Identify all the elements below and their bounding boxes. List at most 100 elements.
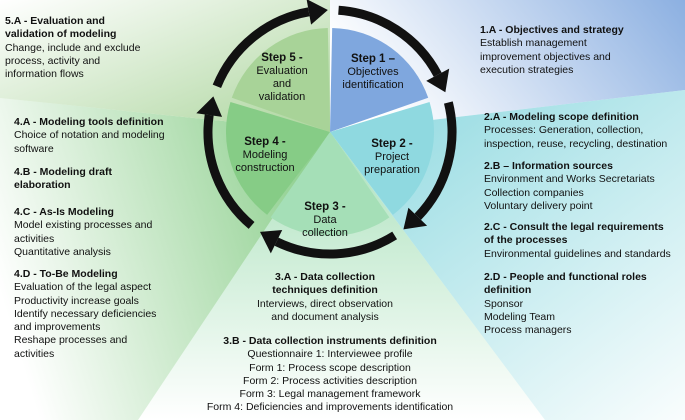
cycle-arrow-head bbox=[403, 207, 428, 230]
panel-line: and document analysis bbox=[271, 310, 379, 323]
step3-desc-line: collection bbox=[302, 227, 348, 239]
panel-line: process, activity and bbox=[5, 54, 101, 67]
step1-desc-line: identification bbox=[342, 79, 404, 91]
panel-2c: 2.C - Consult the legal requirements of … bbox=[484, 221, 671, 261]
panel-heading: techniques definition bbox=[272, 284, 378, 297]
step4-label: Step 4 - Modeling construction bbox=[222, 136, 308, 175]
panel-line: Voluntary delivery point bbox=[484, 199, 593, 212]
panel-4d: 4.D - To-Be Modeling Evaluation of the l… bbox=[14, 268, 156, 361]
cycle-arrow-arc bbox=[274, 231, 398, 259]
step4-title: Step 4 - bbox=[244, 136, 286, 148]
panel-line: Establish management bbox=[480, 37, 587, 50]
panel-4c: 4.C - As-Is Modeling Model existing proc… bbox=[14, 206, 152, 259]
cycle-arrow-head bbox=[260, 229, 283, 254]
panel-heading: definition bbox=[484, 284, 532, 297]
panel-heading: 3.A - Data collection bbox=[275, 271, 375, 283]
panel-line: Quantitative analysis bbox=[14, 245, 111, 258]
panel-heading: 2.D - People and functional roles bbox=[484, 271, 647, 283]
cycle-arrow-head bbox=[196, 96, 223, 117]
panel-line: Interviews, direct observation bbox=[257, 297, 393, 310]
panel-line: Form 4: Deficiencies and improvements id… bbox=[206, 401, 454, 414]
panel-3b: 3.B - Data collection instruments defini… bbox=[190, 335, 470, 415]
panel-line: Form 1: Process scope description bbox=[249, 361, 411, 374]
step3-title: Step 3 - bbox=[304, 201, 346, 213]
panel-heading: 1.A - Objectives and strategy bbox=[480, 24, 624, 36]
panel-line: information flows bbox=[5, 68, 84, 81]
step2-desc-line: preparation bbox=[364, 164, 420, 176]
panel-heading: 4.A - Modeling tools definition bbox=[14, 116, 164, 128]
step5-label: Step 5 - Evaluation and validation bbox=[244, 52, 320, 104]
wheel-segment-step1 bbox=[330, 28, 429, 132]
panel-line: Sponsor bbox=[484, 297, 524, 310]
panel-heading: validation of modeling bbox=[5, 28, 117, 41]
panel-heading: of the processes bbox=[484, 234, 568, 247]
panel-line: Choice of notation and modeling bbox=[14, 129, 165, 142]
step1-label: Step 1 – Objectives identification bbox=[331, 53, 415, 92]
panel-line: Form 2: Process activities description bbox=[243, 374, 417, 387]
panel-line: Environment and Works Secretariats bbox=[484, 173, 655, 186]
panel-heading: 4.C - As-Is Modeling bbox=[14, 206, 114, 218]
panel-2b: 2.B – Information sources Environment an… bbox=[484, 160, 655, 213]
cycle-arrow-arc bbox=[414, 101, 457, 220]
step5-desc-line: validation bbox=[258, 91, 306, 103]
panel-5a: 5.A - Evaluation and validation of model… bbox=[5, 15, 140, 81]
panel-heading: 4.B - Modeling draft bbox=[14, 166, 112, 178]
panel-line: activities bbox=[14, 232, 55, 245]
panel-line: inspection, reuse, recycling, destinatio… bbox=[484, 137, 668, 150]
step5-desc-line: and bbox=[272, 78, 292, 90]
step2-title: Step 2 - bbox=[371, 138, 413, 150]
step2-label: Step 2 - Project preparation bbox=[352, 138, 432, 177]
panel-line: Reshape processes and bbox=[14, 334, 128, 347]
panel-line: Collection companies bbox=[484, 186, 584, 199]
panel-3a: 3.A - Data collection techniques definit… bbox=[245, 271, 405, 324]
panel-line: Processes: Generation, collection, bbox=[484, 124, 644, 137]
panel-heading: 2.A - Modeling scope definition bbox=[484, 111, 639, 123]
step4-desc-line: construction bbox=[235, 162, 295, 174]
panel-line: Identify necessary deficiencies bbox=[14, 307, 157, 320]
panel-line: Modeling Team bbox=[484, 310, 556, 323]
cycle-arrow-arc bbox=[203, 114, 255, 229]
panel-heading: 3.B - Data collection instruments defini… bbox=[223, 335, 437, 347]
panel-line: activities bbox=[14, 347, 55, 360]
sector-bg-step3 bbox=[138, 132, 545, 420]
step5-title: Step 5 - bbox=[261, 52, 303, 64]
panel-line: Questionnaire 1: Interviewee profile bbox=[247, 348, 413, 361]
step2-desc-line: Project bbox=[374, 151, 410, 163]
step5-desc-line: Evaluation bbox=[256, 65, 308, 77]
cycle-arrow-head bbox=[306, 0, 328, 25]
wheel-segment-step3 bbox=[270, 132, 390, 237]
panel-2a: 2.A - Modeling scope definition Processe… bbox=[484, 111, 667, 151]
cycle-arrow-arc bbox=[338, 5, 442, 77]
panel-4a: 4.A - Modeling tools definition Choice o… bbox=[14, 116, 165, 156]
panel-heading: elaboration bbox=[14, 179, 71, 192]
step3-label: Step 3 - Data collection bbox=[290, 201, 360, 240]
panel-heading: 4.D - To-Be Modeling bbox=[14, 268, 118, 280]
panel-line: improvement objectives and bbox=[480, 50, 611, 63]
panel-4b: 4.B - Modeling draft elaboration bbox=[14, 166, 112, 193]
panel-line: Productivity increase goals bbox=[14, 294, 139, 307]
panel-line: Environmental guidelines and standards bbox=[484, 247, 671, 260]
step1-title: Step 1 – bbox=[350, 53, 396, 65]
panel-line: software bbox=[14, 142, 54, 155]
step3-desc-line: Data bbox=[313, 214, 337, 226]
wheel-segment-step5 bbox=[231, 28, 330, 132]
step4-desc-line: Modeling bbox=[242, 149, 288, 161]
panel-2d: 2.D - People and functional roles defini… bbox=[484, 271, 647, 337]
wheel-segment-step2 bbox=[330, 101, 434, 215]
panel-heading: 5.A - Evaluation and bbox=[5, 15, 105, 27]
panel-1a: 1.A - Objectives and strategy Establish … bbox=[480, 24, 624, 77]
panel-heading: 2.C - Consult the legal requirements bbox=[484, 221, 664, 233]
cycle-arrow-head bbox=[426, 68, 450, 93]
panel-line: Model existing processes and bbox=[14, 219, 153, 232]
panel-line: Process managers bbox=[484, 324, 572, 337]
panel-line: Change, include and exclude bbox=[5, 41, 141, 54]
panel-line: Form 3: Legal management framework bbox=[239, 388, 421, 401]
panel-heading: 2.B – Information sources bbox=[484, 160, 613, 172]
wheel-segment-step4 bbox=[225, 101, 330, 215]
cycle-arrow-arc bbox=[212, 7, 310, 89]
panel-line: Evaluation of the legal aspect bbox=[14, 281, 152, 294]
panel-line: and improvements bbox=[14, 321, 101, 334]
step1-desc-line: Objectives bbox=[347, 66, 399, 78]
